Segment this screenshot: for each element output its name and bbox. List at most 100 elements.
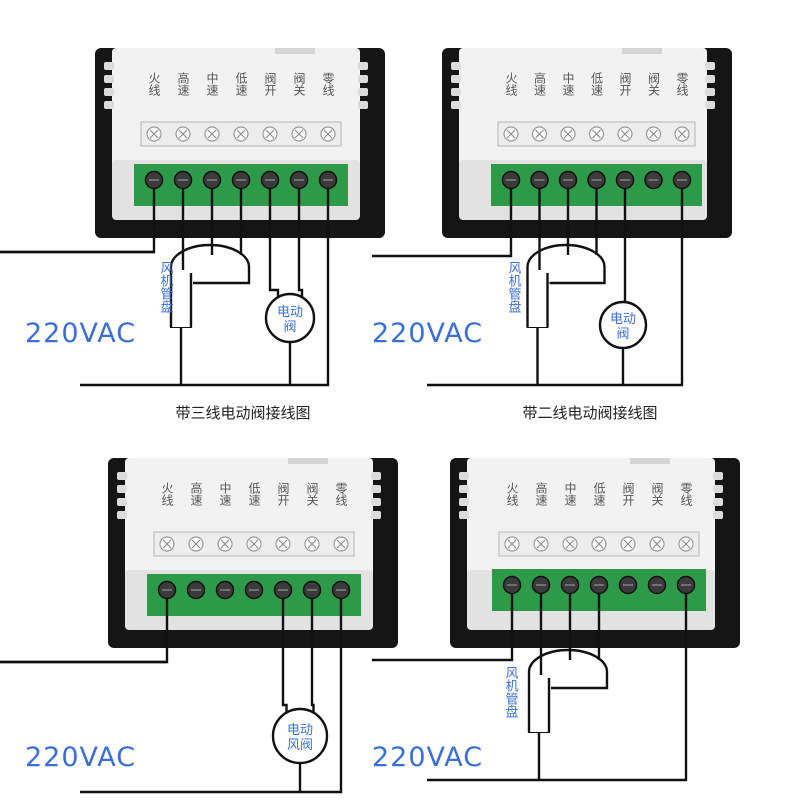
housing-tab	[288, 458, 328, 464]
terminal-label: 零线	[675, 72, 689, 96]
screw-slot	[677, 129, 687, 139]
screw-slot	[506, 129, 516, 139]
housing-ridge	[117, 472, 127, 480]
terminal-label: 低速	[234, 72, 248, 96]
housing-ridge	[358, 101, 368, 109]
housing-ridge	[705, 75, 715, 83]
voltage-label: 220VAC	[372, 742, 483, 773]
housing-ridge	[713, 498, 723, 506]
screw-slot	[565, 539, 575, 549]
screw-slot	[620, 129, 630, 139]
terminal-label: 低速	[590, 72, 604, 96]
housing-tab	[630, 458, 670, 464]
voltage-label: 220VAC	[25, 742, 136, 773]
housing-ridge	[451, 88, 461, 96]
terminal-label: 零线	[321, 72, 335, 96]
voltage-label: 220VAC	[372, 318, 483, 349]
screw-slot	[592, 129, 601, 139]
terminal-label: 阀开	[276, 482, 290, 506]
screw-slot	[236, 129, 246, 139]
valve-label-line: 阀	[283, 320, 296, 335]
fan-coil-label: 风机管盘	[158, 261, 174, 313]
terminal-label: 阀关	[647, 72, 661, 96]
fan-coil-label: 风机管盘	[506, 261, 522, 313]
controller-face	[467, 458, 715, 578]
housing-ridge	[358, 62, 368, 70]
wire	[80, 188, 330, 387]
screw-slot	[265, 129, 275, 139]
screw-slot	[249, 539, 259, 549]
terminal-label: 中速	[563, 481, 577, 506]
housing-ridge	[104, 62, 114, 70]
screw-slot	[178, 129, 188, 139]
terminal-label: 中速	[561, 71, 575, 96]
screw-slot	[207, 129, 217, 139]
wiring-panel-top-right: 火线高速中速低速阀开阀关零线风机管盘电动阀220VAC带二线电动阀接线图	[372, 48, 732, 422]
terminal-label: 高速	[534, 481, 548, 506]
housing-ridge	[459, 485, 469, 493]
housing-tab	[275, 48, 315, 54]
terminal-label: 火线	[505, 482, 519, 506]
screw-slot	[563, 129, 573, 139]
terminal-label: 中速	[205, 71, 219, 96]
wire	[80, 598, 343, 794]
terminal-label: 阀关	[292, 72, 306, 96]
wire	[372, 593, 514, 662]
housing-ridge	[104, 75, 114, 83]
screw-slot	[294, 129, 304, 139]
valve-label-line: 风阀	[287, 738, 313, 753]
housing-ridge	[459, 472, 469, 480]
housing-ridge	[104, 88, 114, 96]
wiring-panel-top-left: 火线高速中速低速阀开阀关零线风机管盘电动阀220VAC带三线电动阀接线图	[0, 48, 385, 422]
housing-ridge	[451, 75, 461, 83]
wire	[268, 188, 280, 298]
screw-slot	[681, 539, 691, 549]
valve-label: 电动风阀	[287, 723, 313, 753]
terminal-label: 火线	[147, 72, 161, 96]
valve-label-line: 电动	[277, 305, 303, 320]
housing-ridge	[371, 511, 381, 519]
wire	[427, 188, 684, 387]
wire	[526, 243, 606, 327]
terminal-label: 低速	[247, 482, 261, 506]
housing-ridge	[459, 498, 469, 506]
housing-ridge	[705, 88, 715, 96]
housing-ridge	[705, 101, 715, 109]
terminal-label: 阀关	[650, 482, 664, 506]
controller-face	[459, 48, 707, 168]
screw-slot	[535, 129, 544, 139]
screw-slot	[649, 129, 658, 139]
screw-slot	[652, 539, 662, 549]
fan-coil-label: 风机管盘	[503, 666, 519, 718]
wire	[281, 598, 288, 713]
screw-slot	[278, 539, 288, 549]
terminal-label: 高速	[176, 71, 190, 96]
wire	[169, 243, 251, 327]
screw-slot	[336, 539, 346, 549]
wire	[297, 188, 304, 298]
valve-label-line: 阀	[616, 327, 629, 342]
housing-ridge	[451, 101, 461, 109]
housing-ridge	[713, 485, 723, 493]
valve-symbol	[264, 292, 316, 344]
terminal-label: 阀开	[618, 72, 632, 96]
screw-slot	[191, 539, 201, 549]
terminal-label: 阀开	[621, 482, 635, 506]
screw-slot	[594, 539, 604, 549]
housing-ridge	[451, 62, 461, 70]
terminal-label: 零线	[679, 482, 693, 506]
valve-label: 电动阀	[610, 312, 636, 342]
housing-ridge	[713, 472, 723, 480]
valve-label-line: 电动	[610, 312, 636, 327]
controller-face	[112, 48, 360, 168]
housing-ridge	[371, 485, 381, 493]
valve-label-line: 电动	[287, 723, 313, 738]
screw-slot	[623, 539, 633, 549]
housing-ridge	[713, 511, 723, 519]
screw-slot	[307, 539, 317, 549]
housing-ridge	[705, 62, 715, 70]
screw-slot	[507, 539, 517, 549]
terminal-label: 火线	[504, 72, 518, 96]
screw-slot	[149, 129, 159, 139]
